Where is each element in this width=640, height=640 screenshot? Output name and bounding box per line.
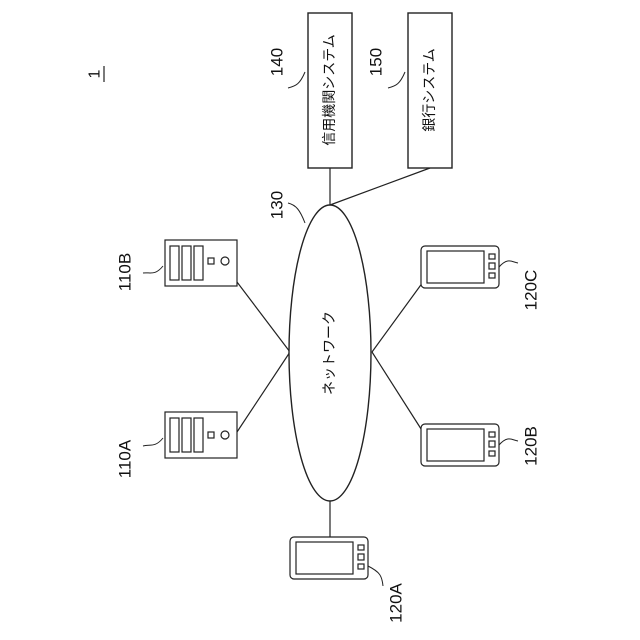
- server-a-icon: [165, 412, 237, 458]
- ref-150: 150: [367, 48, 386, 76]
- link-network-bank: [330, 168, 430, 205]
- ref-130: 130: [268, 191, 287, 219]
- leader-120c: [499, 261, 518, 267]
- terminal-a-icon: [290, 537, 368, 579]
- leader-130: [288, 203, 305, 223]
- leader-120b: [499, 439, 518, 445]
- credit-system-label: 信用機関システム: [322, 34, 338, 146]
- ref-110a: 110A: [116, 439, 135, 478]
- bank-system-label: 銀行システム: [422, 48, 438, 132]
- leader-110a: [143, 438, 163, 446]
- link-network-server-b: [237, 282, 290, 352]
- link-network-server-a: [237, 352, 290, 432]
- link-network-terminal-b: [372, 352, 423, 432]
- leader-150: [388, 72, 405, 88]
- leader-120a: [368, 566, 383, 586]
- link-network-terminal-c: [372, 282, 423, 352]
- leader-110b: [143, 266, 163, 273]
- server-b-icon: [165, 240, 237, 286]
- ref-120c: 120C: [522, 270, 541, 311]
- ref-140: 140: [268, 48, 287, 76]
- terminal-c-icon: [421, 246, 499, 288]
- leader-140: [288, 72, 305, 88]
- ref-110b: 110B: [116, 253, 135, 291]
- network-label: ネットワーク: [322, 311, 338, 395]
- ref-120b: 120B: [522, 426, 541, 466]
- ref-120a: 120A: [387, 582, 406, 622]
- ref-numeral-1: 1: [87, 69, 104, 78]
- terminal-b-icon: [421, 424, 499, 466]
